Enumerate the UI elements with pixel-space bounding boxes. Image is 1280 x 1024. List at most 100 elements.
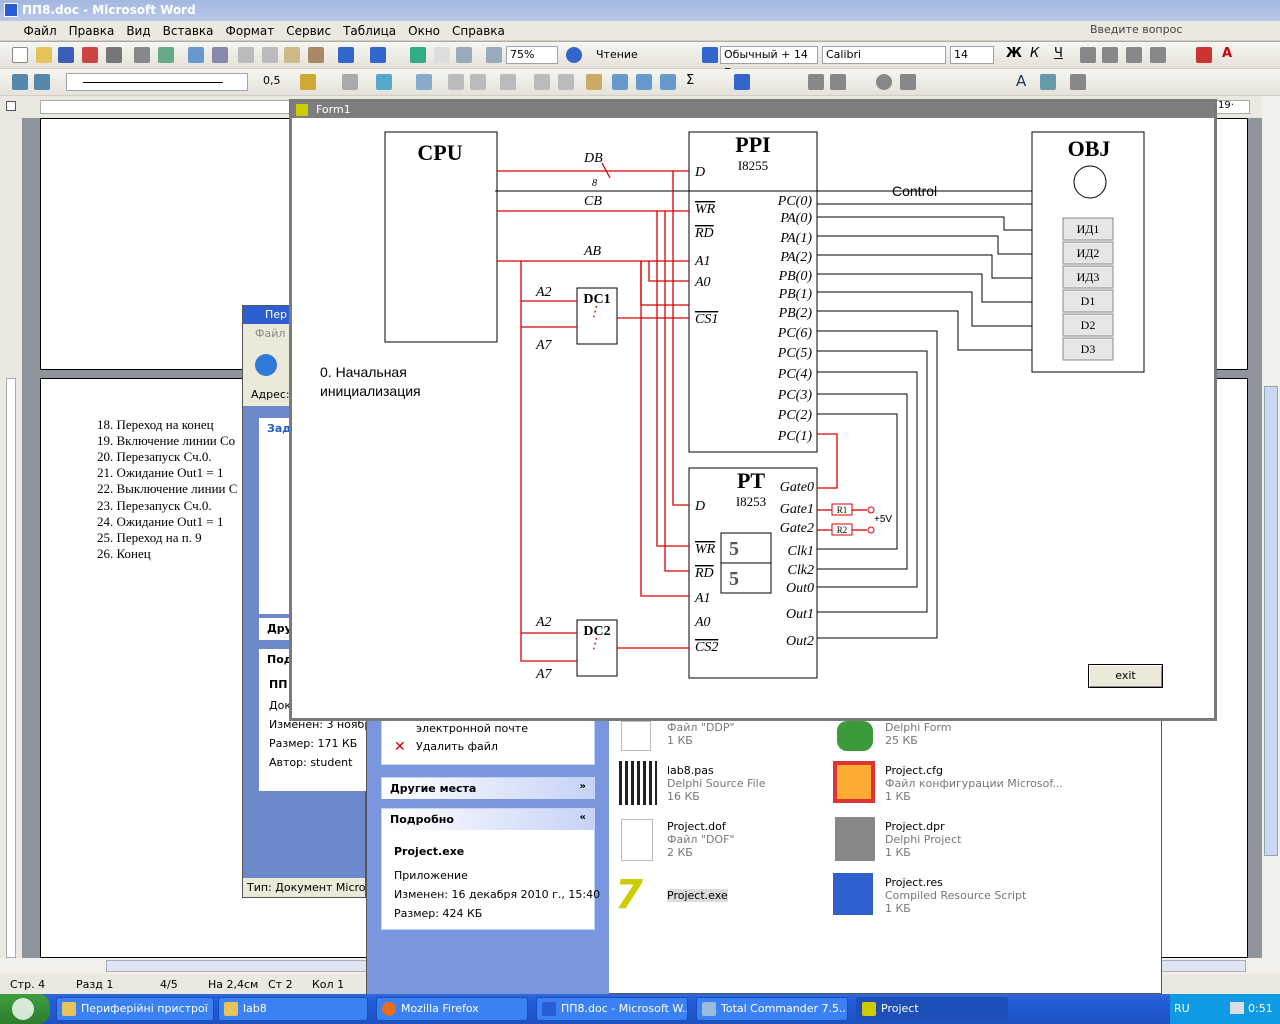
paste-icon[interactable]: [262, 47, 278, 63]
autoformat-icon[interactable]: [586, 74, 602, 90]
draw-select-icon[interactable]: [734, 74, 750, 90]
obj-button-1[interactable]: [1062, 217, 1114, 241]
explorer-window-front[interactable]: электронной почте ✕ Удалить файл Другие …: [366, 717, 1162, 995]
split-cells-icon[interactable]: [470, 74, 486, 90]
research-icon[interactable]: [188, 47, 204, 63]
task-project[interactable]: Project: [856, 997, 1008, 1021]
borders-icon[interactable]: [342, 74, 358, 90]
line-weight-select[interactable]: 0,5: [263, 74, 281, 87]
highlight-icon[interactable]: [1196, 47, 1212, 63]
obj-button-4[interactable]: [1062, 289, 1114, 313]
align-center-icon[interactable]: [1102, 47, 1118, 63]
form1-window[interactable]: Form1: [289, 99, 1217, 721]
obj-button-2[interactable]: [1062, 241, 1114, 265]
file-exe[interactable]: Project.exe: [667, 889, 728, 902]
print-icon[interactable]: [106, 47, 122, 63]
task-totalcmd[interactable]: Total Commander 7.5...: [696, 997, 848, 1021]
cut-icon[interactable]: [212, 47, 228, 63]
obj-button-5[interactable]: [1062, 313, 1114, 337]
delete-item[interactable]: Удалить файл: [416, 740, 498, 753]
font-select[interactable]: Calibri: [822, 46, 946, 64]
undo-icon[interactable]: [308, 47, 324, 63]
menu-edit[interactable]: Правка: [68, 24, 115, 38]
copy-icon[interactable]: [238, 47, 254, 63]
permission-icon[interactable]: [82, 47, 98, 63]
read-button[interactable]: Чтение: [596, 48, 638, 61]
redo-icon[interactable]: [338, 47, 354, 63]
other-places-panel[interactable]: Другие места »: [381, 777, 595, 799]
cfg-file-icon[interactable]: [833, 761, 875, 803]
insert-table-icon[interactable]: [416, 74, 432, 90]
res-file-icon[interactable]: [833, 873, 873, 915]
file-ddp[interactable]: Файл "DDP"1 КБ: [667, 721, 735, 747]
obj-button-6[interactable]: [1062, 337, 1114, 361]
image-icon[interactable]: [1040, 74, 1056, 90]
more-controls-icon[interactable]: [1070, 74, 1086, 90]
delphi-form-icon[interactable]: [837, 721, 873, 751]
font-size-select[interactable]: 14: [950, 46, 994, 64]
align-cells-icon[interactable]: [500, 74, 516, 90]
tab-selector[interactable]: [6, 101, 16, 111]
hyperlink-icon[interactable]: [370, 47, 386, 63]
menu-table[interactable]: Таблица: [343, 24, 397, 38]
other-places-header[interactable]: Другие места: [382, 778, 594, 799]
delete-icon[interactable]: ✕: [394, 739, 406, 755]
delphi-exe-icon[interactable]: 7: [615, 872, 643, 918]
underline-button[interactable]: Ч: [1054, 46, 1063, 61]
file-icon[interactable]: [621, 721, 651, 751]
save-icon[interactable]: [58, 47, 74, 63]
align-right-icon[interactable]: [1126, 47, 1142, 63]
chevron-up-icon[interactable]: «: [579, 812, 586, 823]
obj-button-3[interactable]: [1062, 265, 1114, 289]
lang-indicator[interactable]: RU: [1174, 1002, 1190, 1015]
format-painter-icon[interactable]: [284, 47, 300, 63]
chevron-down-icon[interactable]: »: [579, 781, 586, 792]
merge-cells-icon[interactable]: [448, 74, 464, 90]
justify-icon[interactable]: [1150, 47, 1166, 63]
autosum-icon[interactable]: Σ: [686, 73, 695, 88]
show-hide-icon[interactable]: [486, 47, 502, 63]
menu-window[interactable]: Окно: [408, 24, 441, 38]
doc-map-icon[interactable]: [456, 47, 472, 63]
listbox-icon[interactable]: [900, 74, 916, 90]
task-word[interactable]: ПП8.doc - Microsoft W...: [536, 997, 688, 1021]
menu-file[interactable]: Файл: [23, 24, 57, 38]
menu-format[interactable]: Формат: [225, 24, 275, 38]
eraser-icon[interactable]: [34, 74, 50, 90]
new-doc-icon[interactable]: [12, 47, 28, 63]
spelling-icon[interactable]: [158, 47, 174, 63]
menu-tools[interactable]: Сервис: [286, 24, 332, 38]
menu-insert[interactable]: Вставка: [162, 24, 214, 38]
line-style-select[interactable]: [66, 73, 248, 91]
distribute-cols-icon[interactable]: [558, 74, 574, 90]
back-icon[interactable]: [255, 354, 277, 376]
details-header[interactable]: Подробно: [382, 809, 594, 830]
wordart-icon[interactable]: A: [1016, 72, 1027, 90]
ask-question-input[interactable]: Введите вопрос: [1090, 23, 1183, 36]
styles-icon[interactable]: [702, 47, 718, 63]
align-left-icon[interactable]: [1080, 47, 1096, 63]
task-peripherals[interactable]: Периферійні пристрої: [56, 997, 214, 1021]
drawing-icon[interactable]: [434, 47, 450, 63]
print-preview-icon[interactable]: [134, 47, 150, 63]
style-select[interactable]: Обычный + 14 п: [720, 46, 818, 77]
distribute-rows-icon[interactable]: [534, 74, 550, 90]
volume-icon[interactable]: [1230, 1002, 1244, 1014]
font-color-icon[interactable]: A: [1222, 46, 1233, 61]
dof-file-icon[interactable]: [621, 819, 653, 861]
textfield-icon[interactable]: [830, 74, 846, 90]
draw-table-icon[interactable]: [12, 74, 28, 90]
pas-file-icon[interactable]: [619, 761, 657, 805]
zoom-select[interactable]: 75%: [506, 46, 558, 64]
menu-view[interactable]: Вид: [126, 24, 151, 38]
task-lab8[interactable]: lab8: [218, 997, 368, 1021]
tables-borders-icon[interactable]: [410, 47, 426, 63]
shading-icon[interactable]: [376, 74, 392, 90]
open-icon[interactable]: [36, 47, 52, 63]
border-color-icon[interactable]: [300, 74, 316, 90]
